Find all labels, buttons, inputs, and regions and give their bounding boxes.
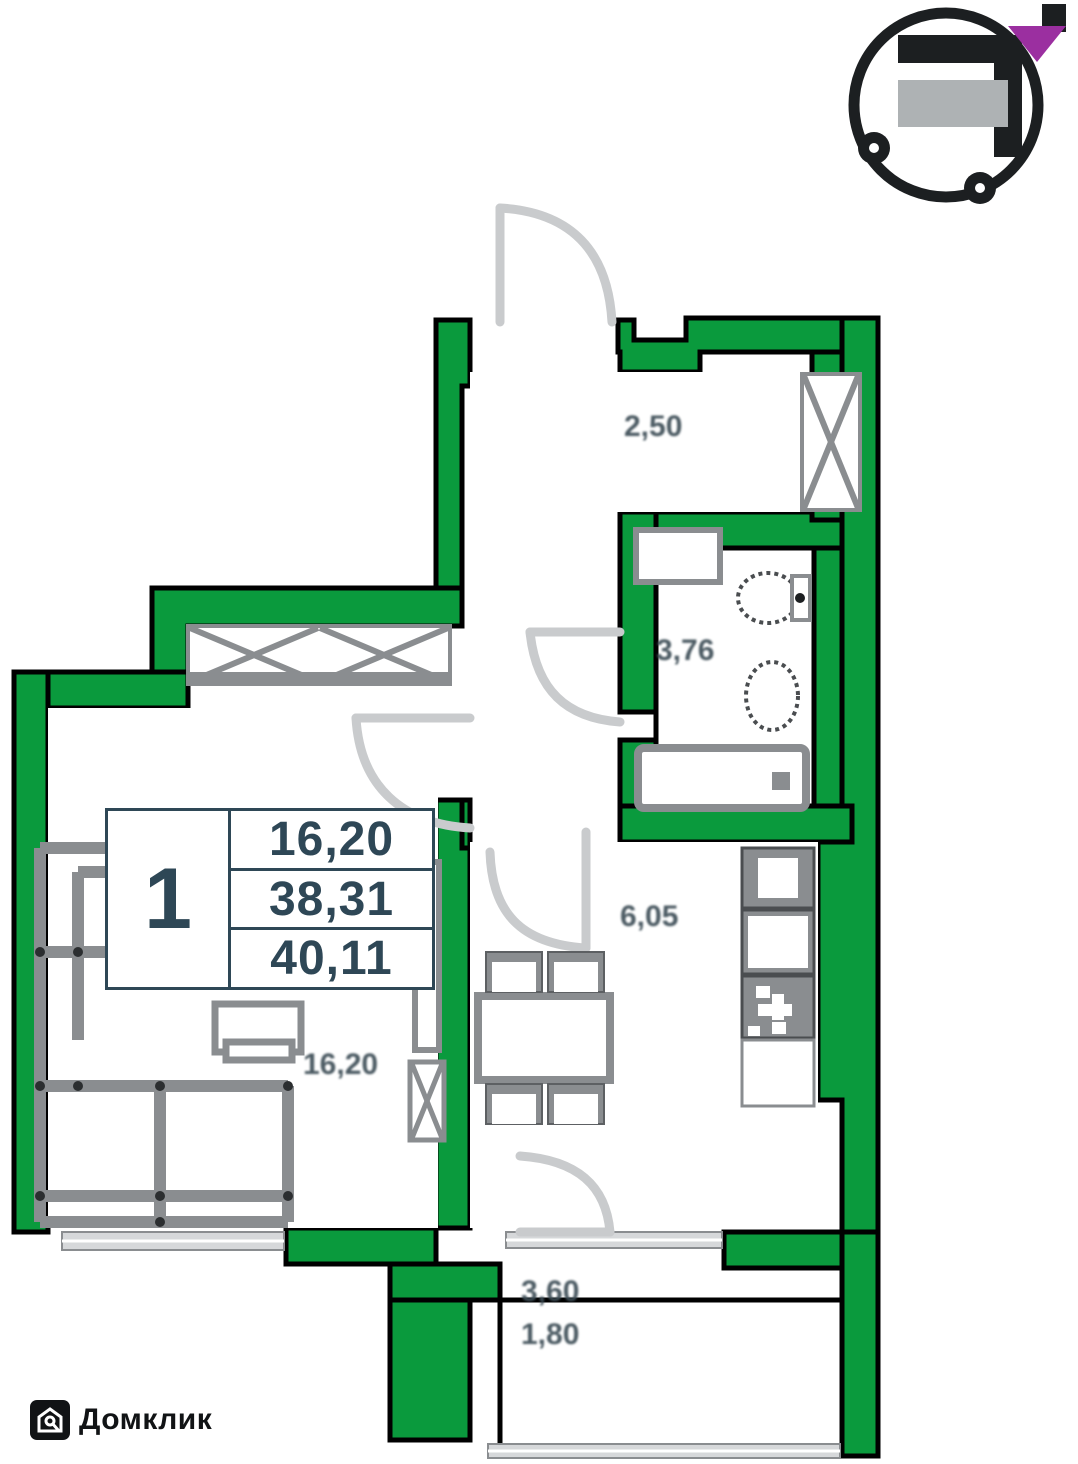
room-label-kitchen: 6,05 [620, 900, 679, 933]
area-list: 16,20 38,31 40,11 [231, 811, 432, 987]
room-label-living-room: 16,20 [303, 1048, 379, 1081]
dining-set [474, 951, 614, 1125]
room-label-bathroom: 3,76 [656, 634, 715, 667]
bathroom-fixtures [633, 527, 812, 812]
house-key-icon [30, 1400, 70, 1440]
building-location-minimap [848, 4, 1066, 204]
location-marker-icon [1008, 26, 1066, 62]
door-swing-arcs [351, 203, 625, 1237]
domclick-logo: Домклик [30, 1398, 212, 1442]
living-area-value: 16,20 [268, 812, 395, 866]
balcony-label-length: 3,60 [521, 1275, 580, 1308]
room-label-hallway: 2,50 [624, 410, 683, 443]
wardrobe-living [186, 624, 452, 686]
room-count: 1 [108, 811, 231, 987]
total-area-with-balcony-value: 40,11 [231, 927, 432, 987]
balcony-glazing [487, 1443, 841, 1459]
furniture-joints [35, 947, 293, 1227]
kitchen-units [740, 846, 816, 1108]
total-area-value: 38,31 [231, 867, 432, 928]
apartment-info-box: 1 16,20 38,31 40,11 [105, 808, 435, 990]
building-block [898, 80, 1008, 127]
wardrobe-hall [800, 372, 862, 512]
logo-text: Домклик [79, 1403, 213, 1436]
balcony-label-width: 1,80 [521, 1318, 580, 1351]
